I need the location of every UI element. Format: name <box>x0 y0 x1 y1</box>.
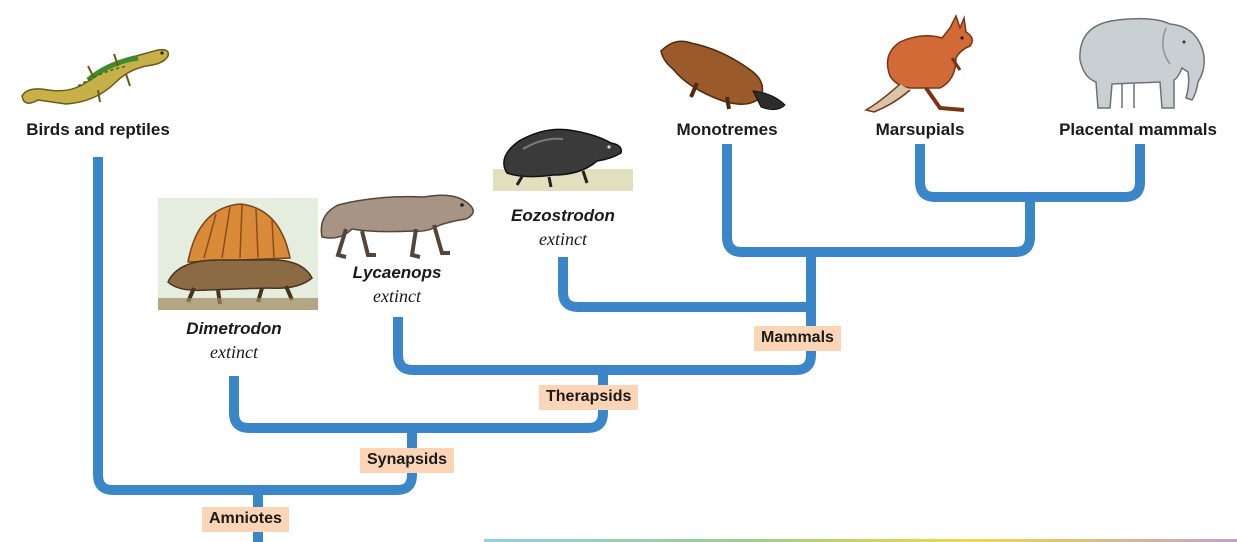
branch-theria <box>811 197 1030 252</box>
label-dimetrodon-extinct: extinct <box>210 342 258 363</box>
eozostrodon-illustration <box>493 113 633 197</box>
kangaroo-illustration <box>860 14 980 114</box>
branch-eozostrodon <box>563 257 811 307</box>
platypus-illustration <box>657 35 787 113</box>
branch-marsupials <box>920 144 1030 197</box>
lycaenops-illustration <box>316 185 482 263</box>
label-eozostrodon-extinct: extinct <box>539 229 587 250</box>
lizard-illustration <box>18 20 178 115</box>
label-birds-and-reptiles: Birds and reptiles <box>26 120 170 140</box>
label-dimetrodon: Dimetrodon <box>186 319 281 339</box>
branch-lycaenops <box>398 317 603 370</box>
clade-label-mammals: Mammals <box>754 326 841 351</box>
dimetrodon-illustration <box>158 198 318 310</box>
clade-label-amniotes: Amniotes <box>202 507 289 532</box>
label-eozostrodon: Eozostrodon <box>511 206 615 226</box>
label-placental-mammals: Placental mammals <box>1059 120 1217 140</box>
clade-label-therapsids: Therapsids <box>539 385 638 410</box>
elephant-illustration <box>1070 8 1210 114</box>
clade-label-synapsids: Synapsids <box>360 448 454 473</box>
branch-placental <box>1030 144 1140 197</box>
label-marsupials: Marsupials <box>876 120 965 140</box>
label-monotremes: Monotremes <box>676 120 777 140</box>
branch-dimetrodon <box>234 376 412 428</box>
label-lycaenops-extinct: extinct <box>373 286 421 307</box>
branch-monotremes <box>727 144 811 252</box>
label-lycaenops: Lycaenops <box>353 263 442 283</box>
